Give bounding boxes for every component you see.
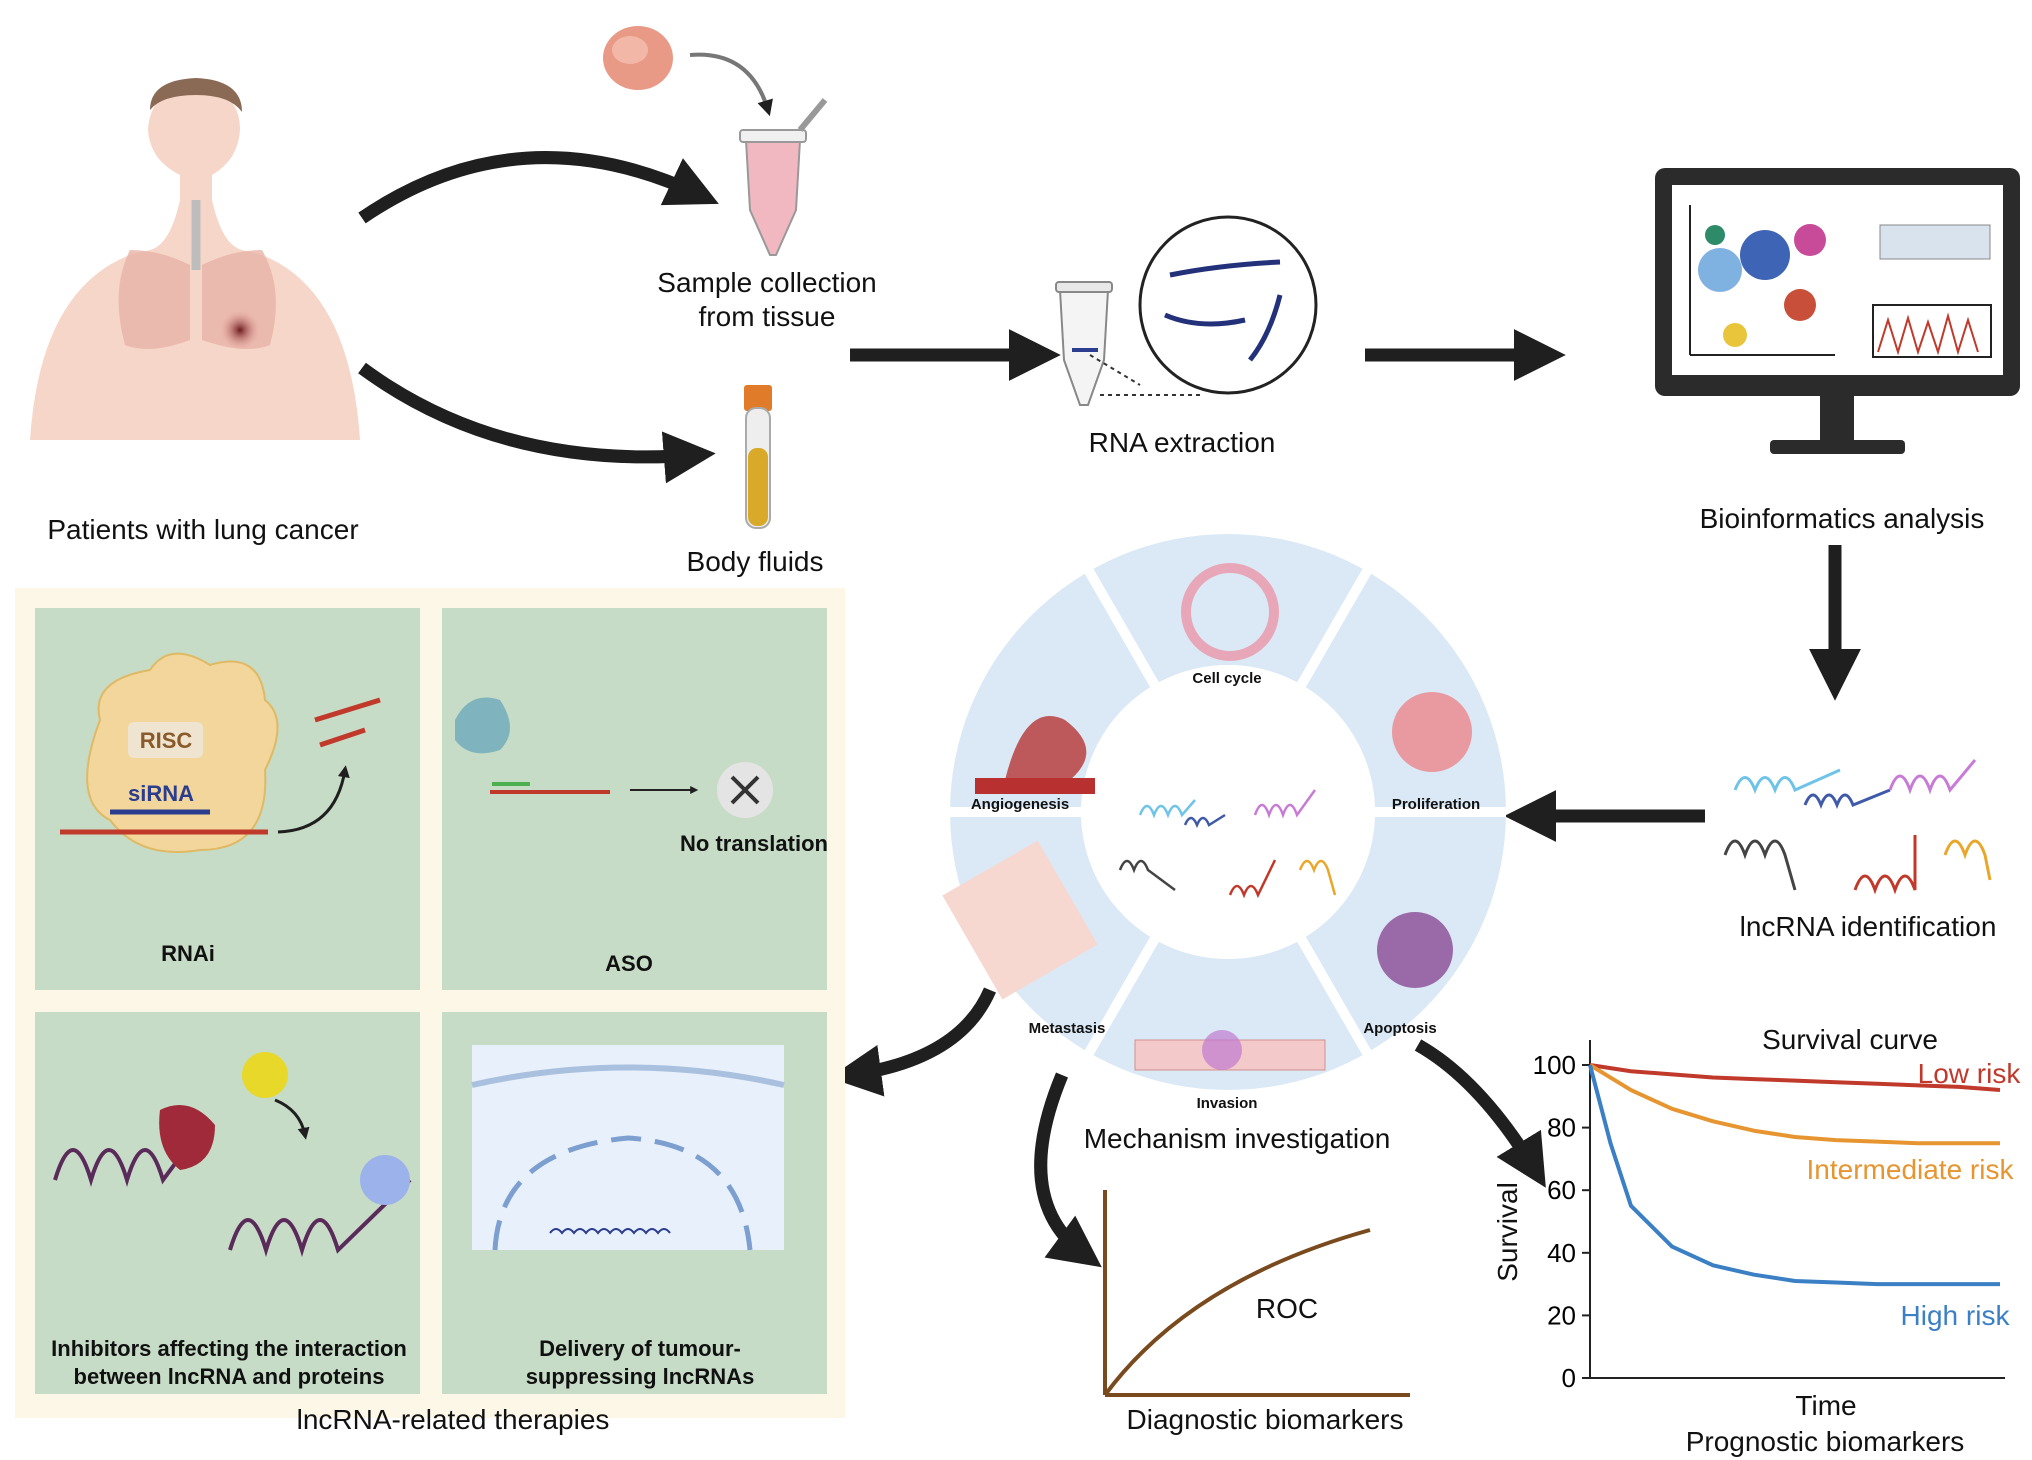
body-fluids-label: Body fluids <box>686 546 824 577</box>
rnai-label: RNAi <box>161 941 215 966</box>
panel-inhibitors <box>35 1012 420 1394</box>
y-tick-label: 0 <box>1562 1363 1576 1393</box>
y-tick-label: 20 <box>1547 1300 1576 1330</box>
roc-chart <box>1103 1190 1410 1397</box>
bioinformatics-label: Bioinformatics analysis <box>1699 503 1985 534</box>
segment-angiogenesis: Angiogenesis <box>970 796 1070 813</box>
y-tick-label: 60 <box>1547 1175 1576 1205</box>
delivery-label-line1: Delivery of tumour- <box>539 1336 741 1361</box>
segment-invasion: Invasion <box>1196 1095 1258 1112</box>
survival-xlabel: Time <box>1795 1390 1857 1421</box>
legend-high-risk: High risk <box>1900 1300 2010 1331</box>
lncrna-identification-label: lncRNA identification <box>1739 911 1997 942</box>
arrow-to-tissue <box>358 151 719 224</box>
legend-low-risk: Low risk <box>1917 1058 2021 1089</box>
segment-apoptosis: Apoptosis <box>1363 1020 1437 1037</box>
therapies-area <box>15 588 845 1418</box>
patients-label: Patients with lung cancer <box>47 514 359 545</box>
arrow-to-diagnostic <box>1034 1072 1102 1268</box>
y-tick-label: 100 <box>1533 1050 1576 1080</box>
sample-label-line2: from tissue <box>698 301 836 332</box>
inhibitors-label-line1: Inhibitors affecting the interaction <box>51 1336 407 1361</box>
survival-chart: 0 20 40 60 80 100 <box>1533 1040 2005 1393</box>
risc-label: RISC <box>139 728 193 753</box>
mechanism-label: Mechanism investigation <box>1083 1123 1391 1154</box>
diagnostic-label: Diagnostic biomarkers <box>1126 1404 1404 1435</box>
arrow-to-prognostic <box>1414 1039 1546 1188</box>
survival-ylabel: Survival <box>1492 1182 1523 1282</box>
tissue-sample-icon <box>603 26 773 117</box>
rna-extraction-label: RNA extraction <box>1088 427 1276 458</box>
lncrna-molecules-icon <box>1723 759 1992 895</box>
rna-extraction-icon <box>1055 215 1318 406</box>
eppendorf-tube-icon <box>739 98 828 256</box>
prognostic-label: Prognostic biomarkers <box>1685 1426 1965 1457</box>
y-tick-label: 80 <box>1547 1113 1576 1143</box>
mechanism-wheel <box>942 530 1506 1094</box>
patient-figure <box>30 78 360 440</box>
arrow-to-fluids <box>358 362 716 484</box>
segment-proliferation: Proliferation <box>1391 796 1481 813</box>
sample-label-line1: Sample collection <box>657 267 877 298</box>
roc-label: ROC <box>1255 1293 1319 1324</box>
blood-tube-icon <box>744 385 772 529</box>
series-line-high-risk <box>1588 1064 2000 1287</box>
series-line-intermediate-risk <box>1588 1063 2000 1146</box>
y-tick-label: 40 <box>1547 1238 1576 1268</box>
monitor-icon <box>1655 168 2020 454</box>
sirna-label: siRNA <box>127 781 195 806</box>
arrow-to-therapies <box>829 987 996 1097</box>
survival-title: Survival curve <box>1762 1024 1938 1055</box>
no-translation-label: No translation <box>680 831 828 856</box>
segment-cell-cycle: Cell cycle <box>1192 670 1262 687</box>
aso-label: ASO <box>605 951 653 976</box>
series-line-low-risk <box>1589 1063 2001 1093</box>
legend-intermediate-risk: Intermediate risk <box>1806 1154 2014 1185</box>
inhibitors-label-line2: between lncRNA and proteins <box>73 1364 385 1389</box>
delivery-label-line2: suppressing lncRNAs <box>525 1364 755 1389</box>
segment-metastasis: Metastasis <box>1028 1020 1106 1037</box>
therapies-title: lncRNA-related therapies <box>296 1404 610 1435</box>
